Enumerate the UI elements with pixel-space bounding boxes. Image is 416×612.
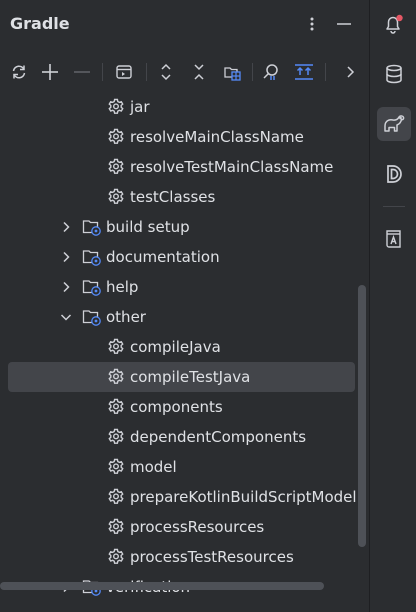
a-book-icon[interactable] bbox=[377, 222, 411, 256]
tool-window-header: Gradle bbox=[0, 0, 369, 48]
tree-task-row[interactable]: testClasses bbox=[0, 182, 369, 212]
tree-task-row[interactable]: prepareKotlinBuildScriptModel bbox=[0, 482, 369, 512]
horizontal-scrollbar[interactable] bbox=[0, 582, 324, 590]
gradle-toolbar bbox=[0, 54, 369, 90]
chevron-right-icon[interactable] bbox=[58, 249, 74, 265]
tree-task-row[interactable]: processResources bbox=[0, 512, 369, 542]
tree-task-row[interactable]: processTestResources bbox=[0, 542, 369, 572]
gear-icon bbox=[107, 98, 125, 116]
tree-item-label: compileJava bbox=[130, 338, 221, 356]
gear-icon bbox=[107, 548, 125, 566]
tree-task-row[interactable]: resolveTestMainClassName bbox=[0, 152, 369, 182]
tree-task-row[interactable]: jar bbox=[0, 92, 369, 122]
run-configuration-icon[interactable] bbox=[110, 58, 138, 86]
task-group-folder-icon bbox=[82, 218, 101, 236]
tree-item-label: processTestResources bbox=[130, 548, 294, 566]
task-group-folder-icon bbox=[82, 248, 101, 266]
vertical-scrollbar[interactable] bbox=[358, 285, 366, 547]
more-vertical-icon[interactable] bbox=[298, 10, 326, 38]
tree-item-label: resolveMainClassName bbox=[130, 128, 304, 146]
gradle-elephant-icon[interactable] bbox=[377, 107, 411, 141]
chevron-down-icon[interactable] bbox=[58, 309, 74, 325]
gear-icon bbox=[107, 518, 125, 536]
task-group-folder-icon bbox=[82, 308, 101, 326]
tree-task-row[interactable]: model bbox=[0, 452, 369, 482]
analyze-dependencies-icon[interactable] bbox=[218, 58, 246, 86]
tree-task-row[interactable]: compileTestJava bbox=[0, 362, 369, 392]
tree-group-row[interactable]: help bbox=[0, 272, 369, 302]
toggle-offline-mode-icon[interactable] bbox=[257, 58, 285, 86]
gear-icon bbox=[107, 158, 125, 176]
tree-task-row[interactable]: compileJava bbox=[0, 332, 369, 362]
gear-icon bbox=[107, 458, 125, 476]
gear-icon bbox=[107, 488, 125, 506]
tree-item-label: processResources bbox=[130, 518, 265, 536]
right-tool-rail bbox=[370, 0, 416, 612]
tree-item-label: compileTestJava bbox=[130, 368, 251, 386]
tree-item-label: prepareKotlinBuildScriptModel bbox=[130, 488, 357, 506]
toolbar-separator bbox=[252, 63, 253, 81]
d-plugin-icon[interactable] bbox=[377, 157, 411, 191]
tree-task-row[interactable]: dependentComponents bbox=[0, 422, 369, 452]
gear-icon bbox=[107, 128, 125, 146]
collapse-all-icon[interactable] bbox=[185, 58, 213, 86]
tree-item-label: dependentComponents bbox=[130, 428, 307, 446]
tree-item-label: other bbox=[106, 308, 146, 326]
tree-item-label: components bbox=[130, 398, 223, 416]
tree-item-label: testClasses bbox=[130, 188, 216, 206]
toolbar-separator bbox=[146, 63, 147, 81]
tree-item-label: resolveTestMainClassName bbox=[130, 158, 334, 176]
tree-item-label: model bbox=[130, 458, 177, 476]
selection-highlight bbox=[8, 362, 355, 392]
minimize-icon[interactable] bbox=[330, 10, 358, 38]
tree-item-label: build setup bbox=[106, 218, 190, 236]
tool-window-title: Gradle bbox=[10, 14, 70, 33]
tree-task-row[interactable]: resolveMainClassName bbox=[0, 122, 369, 152]
tree-item-label: documentation bbox=[106, 248, 220, 266]
chevron-right-icon[interactable] bbox=[58, 219, 74, 235]
gradle-tool-window: Gradle bbox=[0, 0, 369, 612]
reload-icon[interactable] bbox=[5, 58, 33, 86]
gear-icon bbox=[107, 188, 125, 206]
tree-item-label: jar bbox=[130, 98, 150, 116]
show-source-sets-icon[interactable] bbox=[290, 58, 318, 86]
tree-group-row[interactable]: other bbox=[0, 302, 369, 332]
tree-item-label: help bbox=[106, 278, 139, 296]
task-group-folder-icon bbox=[82, 278, 101, 296]
notifications-icon[interactable] bbox=[377, 7, 411, 41]
database-icon[interactable] bbox=[377, 57, 411, 91]
chevron-right-icon[interactable] bbox=[58, 279, 74, 295]
expand-all-icon[interactable] bbox=[152, 58, 180, 86]
gradle-task-tree: jar resolveMainClassName resolveTestMainCl… bbox=[0, 92, 369, 612]
toolbar-separator bbox=[102, 63, 103, 81]
rail-separator bbox=[383, 206, 405, 207]
more-actions-chevron-icon[interactable] bbox=[336, 58, 364, 86]
panel-divider bbox=[369, 0, 370, 612]
gear-icon bbox=[107, 338, 125, 356]
gear-icon bbox=[107, 368, 125, 386]
gear-icon bbox=[107, 428, 125, 446]
tree-group-row[interactable]: documentation bbox=[0, 242, 369, 272]
tree-task-row[interactable]: components bbox=[0, 392, 369, 422]
toolbar-separator bbox=[325, 63, 326, 81]
gear-icon bbox=[107, 398, 125, 416]
remove-icon[interactable] bbox=[68, 58, 96, 86]
tree-group-row[interactable]: build setup bbox=[0, 212, 369, 242]
add-icon[interactable] bbox=[36, 58, 64, 86]
